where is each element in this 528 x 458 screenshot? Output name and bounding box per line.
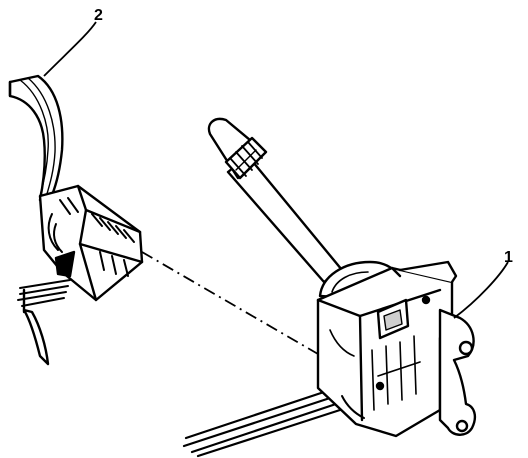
alignment-line xyxy=(141,251,319,355)
wire-tail xyxy=(22,308,50,366)
mounting-bracket xyxy=(438,308,477,436)
callout-1-label: 1 xyxy=(504,249,513,266)
mounting-hole-upper xyxy=(458,340,474,356)
switch-wires xyxy=(184,388,332,440)
lead-wire-a xyxy=(19,279,71,289)
callout-2-leader xyxy=(43,21,97,77)
multifunction-switch xyxy=(182,117,477,458)
mounting-hole-lower xyxy=(455,419,469,433)
callout-2-label: 2 xyxy=(94,7,103,24)
callout-1-leader xyxy=(453,261,509,319)
connector-harness xyxy=(8,74,144,366)
knurled-collar xyxy=(224,136,268,180)
